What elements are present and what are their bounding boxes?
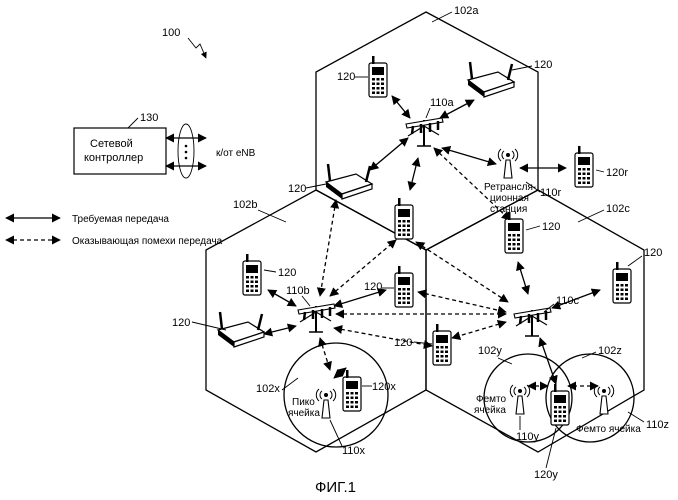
- controller-link-label: к/от eNB: [216, 148, 256, 159]
- ue-label-leader: [512, 66, 532, 70]
- ue-120y-label: 120y: [534, 469, 558, 481]
- station-110x-leader: [330, 420, 342, 446]
- ue-120r-label: 120r: [606, 167, 628, 179]
- cell-102b-leader: [258, 210, 286, 222]
- legend-desired-label: Требуемая передача: [72, 213, 169, 225]
- ue-label-leader: [526, 226, 540, 230]
- interference-ue-110c: [418, 292, 506, 312]
- ue-phone-cell-b-left: [243, 254, 261, 295]
- ue-label: 120: [644, 247, 662, 259]
- cell-102c-boundary: [426, 190, 644, 452]
- ue-phone-120y: [551, 384, 569, 425]
- cell-102y-leader: [498, 358, 512, 364]
- ue-router-cell-a-left: [326, 164, 372, 199]
- macro-base-station-110b: [298, 304, 335, 332]
- station-110x-label: 110x: [342, 445, 366, 457]
- ue-label: 120: [288, 183, 306, 195]
- station-110c-label: 110c: [556, 295, 580, 307]
- link-110c-ue-top: [518, 262, 528, 294]
- interference-110b-ue-bottom: [334, 328, 432, 346]
- ue-label: 120: [394, 337, 412, 349]
- network-controller-box: [74, 128, 166, 174]
- station-110r-label: 110r: [540, 187, 562, 199]
- network-controller-label-line1: Сетевой: [90, 138, 133, 150]
- legend-interfering-label: Оказывающая помехи передача: [72, 236, 223, 247]
- ue-label: 120: [542, 221, 560, 233]
- ue-phone-cell-a-center: [395, 198, 413, 239]
- relay-station-label-line2: ционная: [490, 193, 529, 204]
- link-110c-ue-120y: [540, 338, 556, 384]
- ue-label: 120: [278, 267, 296, 279]
- cell-102a-label: 102a: [454, 5, 479, 17]
- network-controller-ref-leader: [128, 118, 138, 128]
- figure-caption: ФИГ.1: [315, 479, 356, 496]
- ue-phone-cell-b-right: [395, 266, 413, 307]
- link-110a-ue-center: [410, 158, 418, 190]
- controller-link-dot: [185, 151, 188, 154]
- ue-phone-cell-a-top: [369, 56, 387, 97]
- ue-120x-label: 120x: [372, 381, 396, 393]
- cell-102x-leader: [282, 378, 298, 390]
- cell-102c-label: 102c: [606, 203, 630, 215]
- interference-110c-ue-bottom: [452, 322, 506, 338]
- cell-102b-label: 102b: [233, 199, 257, 211]
- link-110a-relay: [442, 148, 496, 164]
- ue-router-cell-a-top: [468, 62, 514, 97]
- macro-base-station-110a: [406, 118, 443, 146]
- ue-120y-leader: [546, 428, 556, 468]
- link-110b-router: [264, 326, 296, 334]
- pico-label-line2: ячейка: [288, 408, 320, 419]
- cell-102z-label: 102z: [598, 345, 622, 357]
- ue-label-leader: [628, 256, 642, 266]
- ue-phone-cell-b-bottom: [433, 324, 451, 365]
- ue-label: 120: [534, 59, 552, 71]
- femto-z-label: Фемто ячейка: [576, 424, 641, 435]
- station-110b-leader: [302, 296, 310, 306]
- cell-102x-label: 102x: [256, 383, 280, 395]
- femto-y-label-line2: ячейка: [474, 405, 506, 416]
- ue-phone-120r: [575, 146, 593, 187]
- station-110z-label: 110z: [646, 419, 669, 431]
- station-110b-label: 110b: [286, 285, 310, 297]
- controller-link-dot: [185, 145, 188, 148]
- station-110a-leader: [426, 108, 430, 118]
- system-pointer-arrow: [188, 38, 206, 58]
- network-controller-ref: 130: [140, 112, 158, 124]
- interference-router-110b: [320, 200, 336, 296]
- station-110a-label: 110a: [430, 97, 455, 109]
- relay-station-110r: [498, 149, 517, 178]
- ue-label: 120: [172, 317, 190, 329]
- link-110a-router-left: [370, 138, 408, 170]
- interference-ue-center-110c: [416, 242, 508, 302]
- controller-link-dot: [185, 157, 188, 160]
- ue-phone-120x: [343, 370, 361, 411]
- interference-110b-110x: [320, 338, 330, 370]
- pico-label-line1: Пико: [292, 397, 315, 408]
- ue-label: 120: [337, 71, 355, 83]
- network-controller-label-line2: контроллер: [84, 152, 143, 164]
- femto-station-110y: [510, 385, 529, 414]
- ue-label: 120: [364, 281, 382, 293]
- ue-120r-leader: [596, 170, 604, 172]
- link-110a-ue-topleft: [392, 96, 410, 118]
- cell-102y-label: 102y: [478, 345, 502, 357]
- system-label: 100: [162, 27, 180, 39]
- femto-y-label-line1: Фемто: [476, 394, 507, 405]
- station-110y-label: 110y: [516, 431, 540, 443]
- ue-label-leader: [264, 270, 276, 272]
- macro-base-station-110c: [514, 308, 551, 336]
- ue-phone-cell-c-right: [613, 262, 631, 303]
